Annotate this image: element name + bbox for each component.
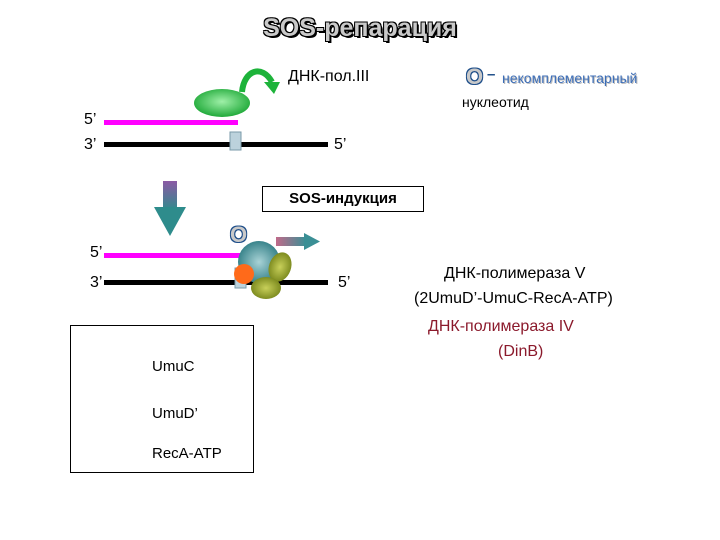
top-primer-strand (104, 120, 238, 125)
bottom-mismatch-symbol: О (230, 222, 248, 247)
umud-shape-1 (268, 252, 292, 282)
curved-arrow-head-icon (264, 82, 280, 94)
right-arrow-icon (276, 233, 320, 250)
legend-umud-label: UmuD’ (152, 405, 198, 422)
top-label-5-right: 5’ (334, 136, 347, 153)
bottom-dna (104, 233, 328, 299)
mismatch-legend-line2: нуклеотид (462, 94, 529, 110)
mismatch-legend-line1: некомплементарный (502, 70, 638, 86)
bottom-label-5-upper: 5’ (90, 244, 103, 261)
top-mismatch-block (229, 131, 242, 151)
legend-reca-label: RecA-ATP (152, 445, 222, 462)
reca-shape (234, 264, 254, 284)
page-title: SOS-репарация (263, 14, 457, 42)
bottom-primer-strand (104, 253, 254, 258)
umud-shape-2 (251, 277, 281, 299)
top-label-5-upper: 5’ (84, 111, 97, 128)
top-template-strand (104, 142, 328, 147)
sos-induction-box: SOS-индукция (262, 186, 424, 212)
curved-arrow-icon (239, 68, 275, 93)
pol-iv-line1: ДНК-полимераза IV (428, 318, 574, 335)
mismatch-legend-symbol: О (466, 64, 484, 89)
legend-box (70, 325, 254, 473)
top-label-3-lower: 3’ (84, 136, 97, 153)
bottom-label-3-lower: 3’ (90, 274, 103, 291)
legend-umuc-label: UmuC (152, 358, 195, 375)
bottom-template-strand (104, 280, 328, 285)
mismatch-legend-dash: – (487, 66, 496, 83)
pol-v-line2: (2UmuD’-UmuC-RecA-ATP) (414, 290, 613, 307)
bottom-label-5-right: 5’ (338, 274, 351, 291)
dna-pol-iii-shape (194, 89, 250, 117)
dna-pol-iii-label: ДНК-пол.III (288, 68, 370, 85)
pol-v-line1: ДНК-полимераза V (444, 265, 586, 282)
top-dna (104, 68, 328, 151)
down-arrow-icon (154, 181, 186, 236)
pol-iv-line2: (DinB) (498, 343, 544, 360)
